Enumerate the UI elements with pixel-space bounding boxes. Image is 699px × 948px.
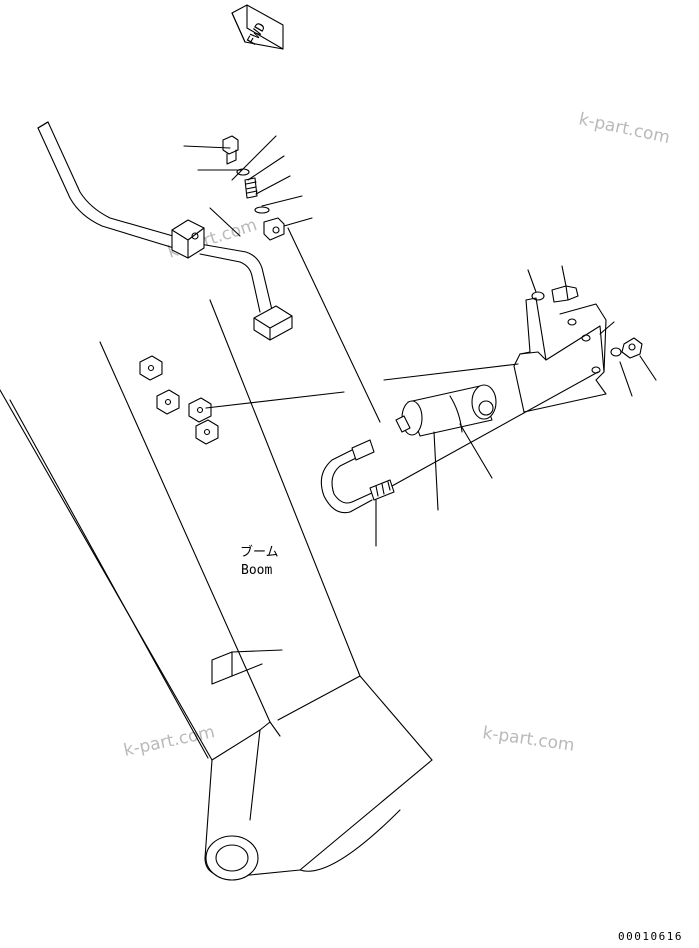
leader-lines-upper bbox=[183, 135, 381, 423]
watermark-bottom-right: k-part.com bbox=[481, 723, 575, 756]
fitting-stack bbox=[222, 135, 285, 241]
hydraulic-tube bbox=[37, 121, 273, 313]
mounting-bracket bbox=[383, 297, 607, 413]
tube-block bbox=[171, 219, 205, 259]
figure-number: 00010616 bbox=[618, 930, 683, 943]
small-blocks bbox=[139, 355, 345, 445]
tube-end-block bbox=[253, 305, 293, 341]
u-bolt bbox=[320, 439, 395, 514]
boom-structure bbox=[0, 299, 433, 881]
leader-lines-lower bbox=[375, 265, 657, 547]
watermark-bottom-left: k-part.com bbox=[122, 722, 217, 761]
watermark-top-right: k-part.com bbox=[577, 109, 672, 148]
accumulator-cylinder bbox=[395, 384, 497, 437]
fwd-arrow-icon: FWD bbox=[231, 4, 284, 50]
boom-label-en: Boom bbox=[241, 563, 272, 578]
boom-label-jp: ブーム bbox=[240, 544, 279, 560]
